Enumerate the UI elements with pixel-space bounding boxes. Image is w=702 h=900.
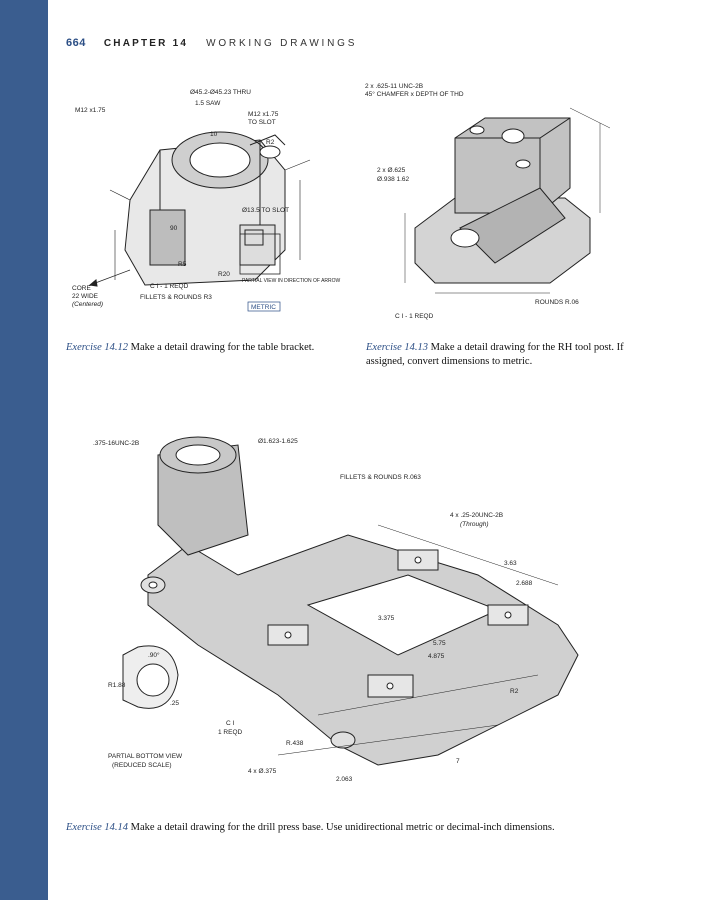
- bracket-note-centered: (Centered): [72, 301, 103, 308]
- tool-post-note-thread: 2 x .625-11 UNC-2B: [365, 83, 423, 90]
- page-spine-band: [0, 0, 48, 900]
- base-dim-5-75: 5.75: [433, 640, 446, 647]
- tool-post-note-cbore: Ø.938 1.62: [377, 176, 410, 183]
- bracket-note-core: CORE: [72, 285, 91, 292]
- bracket-dim-r5: R5: [178, 261, 187, 268]
- base-dim-r2: R2: [510, 688, 519, 695]
- base-note-thread: .375-16UNC-2B: [93, 440, 139, 447]
- base-note-ci: C I: [226, 720, 235, 727]
- bracket-dim-90: 90: [170, 225, 178, 232]
- base-dim-7: 7: [456, 758, 460, 765]
- caption-text: Make a detail drawing for the drill pres…: [130, 822, 555, 833]
- caption-label: Exercise 14.13: [366, 342, 429, 353]
- bracket-note-22-wide: 22 WIDE: [72, 293, 99, 300]
- base-dim-3-63: 3.63: [504, 560, 517, 567]
- bracket-note-partial-view: PARTIAL VIEW IN DIRECTION OF ARROW: [242, 278, 341, 284]
- page-number: 664: [66, 37, 86, 49]
- caption-exercise-14-12: Exercise 14.12 Make a detail drawing for…: [66, 341, 356, 355]
- base-dim-2-063: 2.063: [336, 776, 353, 783]
- bracket-dim-r2: R2: [266, 139, 275, 146]
- bracket-note-to-slot: TO SLOT: [248, 119, 276, 126]
- tool-post-figure: 2 x .625-11 UNC-2B 45° CHAMFER x DEPTH O…: [365, 78, 620, 323]
- base-note-tapped-holes: 4 x .25-20UNC-2B: [450, 512, 503, 519]
- base-note-qty: 1 REQD: [218, 729, 243, 736]
- base-dim-25: .25: [170, 700, 179, 707]
- base-note-holes: 4 x Ø.375: [248, 768, 277, 775]
- bracket-note-qty: C I - 1 REQD: [150, 283, 189, 290]
- caption-label: Exercise 14.14: [66, 822, 129, 833]
- caption-label: Exercise 14.12: [66, 342, 129, 353]
- caption-exercise-14-14: Exercise 14.14 Make a detail drawing for…: [66, 821, 686, 835]
- caption-text: Make a detail drawing for the table brac…: [130, 342, 315, 353]
- base-note-partial-bottom: PARTIAL BOTTOM VIEW: [108, 753, 183, 760]
- bracket-note-fillets: FILLETS & ROUNDS R3: [140, 294, 212, 301]
- bracket-note-m12-left: M12 x1.75: [75, 107, 106, 114]
- caption-text: Make a detail drawing for the RH tool po…: [366, 342, 624, 367]
- tool-post-note-chamfer: 45° CHAMFER x DEPTH OF THD: [365, 90, 464, 98]
- running-title: WORKING DRAWINGS: [206, 38, 358, 49]
- base-dim-r-438: R.438: [286, 740, 304, 747]
- bracket-note-hole: Ø45.2-Ø45.23 THRU: [190, 89, 251, 96]
- base-dim-4-875: 4.875: [428, 653, 445, 660]
- caption-exercise-14-13: Exercise 14.13 Make a detail drawing for…: [366, 341, 656, 369]
- chapter-label: CHAPTER 14: [103, 38, 189, 49]
- base-dim-2-688: 2.688: [516, 580, 533, 587]
- running-header: 664 CHAPTER 14 WORKING DRAWINGS: [66, 33, 358, 49]
- base-note-bore: Ø1.623-1.625: [258, 438, 298, 445]
- bracket-dim-10: 10: [210, 131, 218, 138]
- tool-post-note-qty: C I - 1 REQD: [395, 313, 434, 320]
- base-dim-90-deg: .90°: [148, 651, 160, 659]
- bracket-note-13-5: Ø13.5 TO SLOT: [242, 207, 289, 214]
- bracket-dim-r20: R20: [218, 271, 230, 278]
- base-note-reduced: (REDUCED SCALE): [112, 762, 172, 769]
- base-dim-3-375: 3.375: [378, 615, 395, 622]
- tool-post-note-rounds: ROUNDS R.06: [535, 299, 579, 306]
- table-bracket-figure: Ø45.2-Ø45.23 THRU 1.5 SAW M12 x1.75 TO S…: [70, 80, 350, 320]
- drill-press-base-figure: .375-16UNC-2B Ø1.623-1.625 FILLETS & ROU…: [78, 425, 598, 795]
- bracket-metric-badge: METRIC: [251, 304, 276, 311]
- base-note-through: (Through): [460, 521, 489, 528]
- base-dim-r1-88: R1.88: [108, 682, 126, 689]
- base-note-fillets: FILLETS & ROUNDS R.063: [340, 474, 421, 481]
- bracket-note-m12-right: M12 x1.75: [248, 111, 279, 118]
- bracket-note-saw: 1.5 SAW: [195, 100, 221, 107]
- tool-post-note-holes: 2 x Ø.625: [377, 167, 406, 174]
